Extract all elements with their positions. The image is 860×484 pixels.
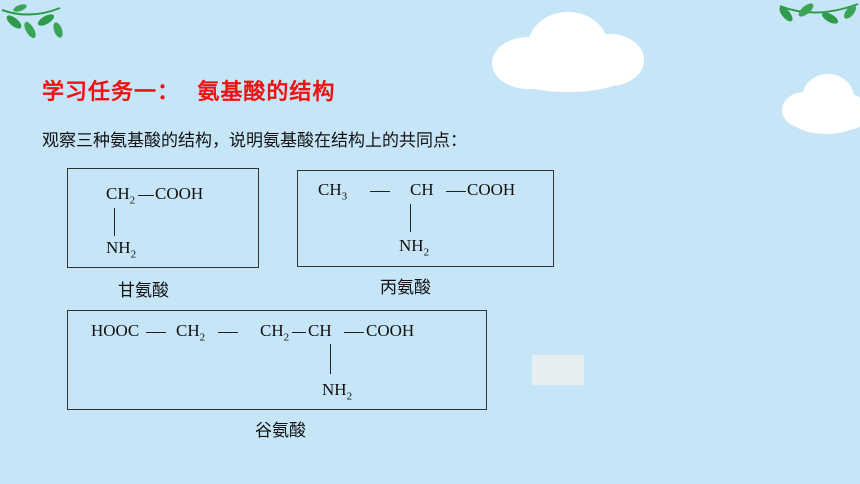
- cloud-large: [492, 12, 644, 92]
- glutamate-bond-1: [146, 332, 166, 333]
- glutamate-bond-3: [292, 332, 306, 333]
- glutamate-nh2: NH2: [322, 380, 353, 403]
- glutamate-hooc: HOOC: [91, 321, 140, 340]
- alanine-name: 丙氨酸: [380, 278, 431, 298]
- glutamate-name: 谷氨酸: [255, 421, 306, 441]
- glycine-cooh: COOH: [155, 184, 204, 203]
- page-title: 学习任务一： 氨基酸的结构: [42, 80, 336, 105]
- leaf-decoration-top-left: [1, 4, 63, 39]
- glycine-bond-vertical: [114, 208, 115, 236]
- alanine-bond-right: [446, 191, 466, 192]
- alanine-ch3: CH3: [318, 180, 348, 203]
- alanine-cooh: COOH: [467, 180, 516, 199]
- glutamate-structure-box: [67, 310, 487, 410]
- instruction-text: 观察三种氨基酸的结构，说明氨基酸在结构上的共同点：: [42, 131, 467, 151]
- glutamate-cooh: COOH: [366, 321, 415, 340]
- glycine-structure-box: [67, 168, 259, 268]
- glycine-bond-horizontal: [138, 195, 154, 196]
- glutamate-ch2-a: CH2: [176, 321, 206, 344]
- glutamate-ch2-b: CH2: [260, 321, 290, 344]
- glycine-nh2: NH2: [106, 238, 137, 261]
- glycine-ch2: CH2: [106, 184, 136, 207]
- alanine-bond-vertical: [410, 204, 411, 232]
- alanine-structure-box: [297, 170, 554, 267]
- glutamate-ch: CH: [308, 321, 332, 340]
- glutamate-bond-vertical: [330, 344, 331, 374]
- glycine-name: 甘氨酸: [118, 281, 169, 301]
- leaf-decoration-top-right: [779, 3, 859, 24]
- glutamate-bond-2: [218, 332, 238, 333]
- cloud-small: [782, 74, 860, 134]
- answer-placeholder-box: [532, 355, 584, 385]
- alanine-ch: CH: [410, 180, 434, 199]
- alanine-nh2: NH2: [399, 236, 430, 259]
- alanine-bond-left: [370, 191, 390, 192]
- glutamate-bond-4: [344, 332, 364, 333]
